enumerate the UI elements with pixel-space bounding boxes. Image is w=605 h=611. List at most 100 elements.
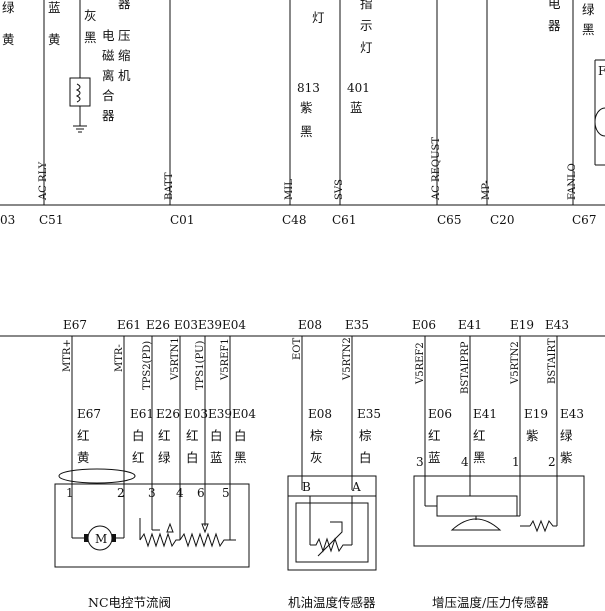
svg-text:E04: E04 [232, 407, 256, 421]
resistor-icon [179, 532, 236, 548]
component-label: 压缩机 [118, 28, 131, 83]
svg-text:器: 器 [118, 0, 131, 11]
svg-text:E39: E39 [208, 407, 232, 421]
diaphragm-icon [450, 518, 502, 531]
signal-label: FANLO [567, 163, 578, 200]
svg-text:E04: E04 [222, 318, 246, 332]
resistor-icon [139, 532, 180, 548]
svg-text:3: 3 [416, 455, 424, 469]
svg-text:E08: E08 [308, 407, 332, 421]
color-label: 绿黄 [2, 0, 15, 47]
throttle-body-box [54, 483, 250, 568]
caption-throttle: NC电控节流阀 [88, 595, 171, 610]
svg-text:F: F [598, 64, 605, 78]
caption-oil: 机油温度传感器 [288, 595, 376, 610]
svg-text:E19: E19 [524, 407, 548, 421]
svg-text:E06: E06 [428, 407, 452, 421]
svg-text:5: 5 [222, 486, 230, 500]
thermistor-icon [529, 519, 557, 533]
connector-label: 03 [0, 213, 15, 227]
color-label: 灰黑 [84, 8, 97, 45]
oil-sensor-box [287, 495, 377, 571]
caption-boost: 增压温度/压力传感器 [432, 595, 549, 610]
svg-text:棕灰: 棕灰 [310, 428, 323, 465]
connector-label: C51 [39, 213, 63, 227]
svg-text:1: 1 [512, 455, 520, 469]
color-label: 蓝黄 [48, 0, 61, 47]
signal-label: V5REF1 [220, 338, 231, 381]
thermistor-icon [310, 537, 352, 553]
svg-text:绿紫: 绿紫 [560, 428, 573, 465]
svg-text:E67: E67 [63, 318, 87, 332]
svg-text:E41: E41 [473, 407, 497, 421]
connector-label: C65 [437, 213, 461, 227]
signal-label: BATT [164, 172, 175, 200]
svg-text:E67: E67 [77, 407, 101, 421]
relay-coil-icon [594, 107, 605, 137]
signal-label: BSTAIPRP [460, 341, 471, 394]
svg-text:红绿: 红绿 [158, 428, 171, 465]
signal-label: MIL [284, 179, 295, 200]
svg-text:E35: E35 [345, 318, 369, 332]
svg-text:红白: 红白 [186, 428, 199, 465]
connector-label: C61 [332, 213, 356, 227]
svg-text:白黑: 白黑 [234, 428, 247, 465]
signal-label: AC REQUST [431, 137, 442, 201]
svg-text:白红: 白红 [132, 428, 145, 465]
svg-text:E26: E26 [146, 318, 170, 332]
svg-text:A: A [351, 480, 361, 494]
signal-label: V5RTN2 [510, 341, 521, 385]
svg-text:E35: E35 [357, 407, 381, 421]
svg-text:E39: E39 [198, 318, 222, 332]
svg-text:E03: E03 [174, 318, 198, 332]
svg-text:2: 2 [117, 486, 125, 500]
svg-text:B: B [302, 480, 311, 494]
signal-label: MTR- [114, 344, 125, 372]
svg-text:E43: E43 [560, 407, 584, 421]
svg-text:器: 器 [548, 18, 561, 33]
svg-text:E61: E61 [130, 407, 154, 421]
svg-text:M: M [95, 532, 107, 546]
boost-sensor-box [413, 475, 585, 547]
signal-label: TPS2(PD) [142, 341, 153, 390]
svg-text:2: 2 [548, 455, 556, 469]
component-label: 指示灯 [360, 0, 373, 55]
svg-text:E06: E06 [412, 318, 436, 332]
signal-label: BSTAIRT [547, 338, 558, 384]
svg-text:白蓝: 白蓝 [210, 428, 223, 465]
signal-label: V5REF2 [415, 342, 426, 385]
svg-text:紫黑: 紫黑 [300, 100, 313, 139]
color-label: 813 [297, 81, 320, 95]
svg-text:蓝: 蓝 [350, 100, 363, 115]
svg-text:紫: 紫 [526, 428, 539, 443]
signal-label: TPS1(PU) [195, 341, 206, 390]
connector-label: C67 [572, 213, 596, 227]
signal-label: V5RTN1 [170, 337, 181, 381]
connector-label: C01 [170, 213, 194, 227]
svg-text:E61: E61 [117, 318, 141, 332]
component-label: 灯 [312, 10, 325, 25]
svg-text:E41: E41 [458, 318, 482, 332]
signal-label: SVS [334, 179, 345, 200]
signal-label: AC RLY [38, 161, 49, 201]
component-label: 电 [548, 0, 561, 11]
svg-text:E26: E26 [156, 407, 180, 421]
signal-label: V5RTN2 [342, 337, 353, 381]
twisted-pair-icon [58, 468, 136, 484]
pressure-element [436, 495, 518, 517]
signal-label: MP- [481, 180, 492, 200]
svg-text:E08: E08 [298, 318, 322, 332]
coil-icon [75, 83, 81, 103]
svg-text:棕白: 棕白 [359, 428, 372, 465]
svg-text:E43: E43 [545, 318, 569, 332]
svg-text:1: 1 [66, 486, 74, 500]
svg-text:E03: E03 [184, 407, 208, 421]
svg-text:红黄: 红黄 [77, 428, 90, 465]
svg-text:红蓝: 红蓝 [428, 428, 441, 465]
signal-label: MTR+ [62, 339, 73, 372]
connector-label: C48 [282, 213, 306, 227]
connector-label: C20 [490, 213, 514, 227]
component-label: 电磁离合器 [102, 28, 115, 123]
color-label: 401 [347, 81, 370, 95]
